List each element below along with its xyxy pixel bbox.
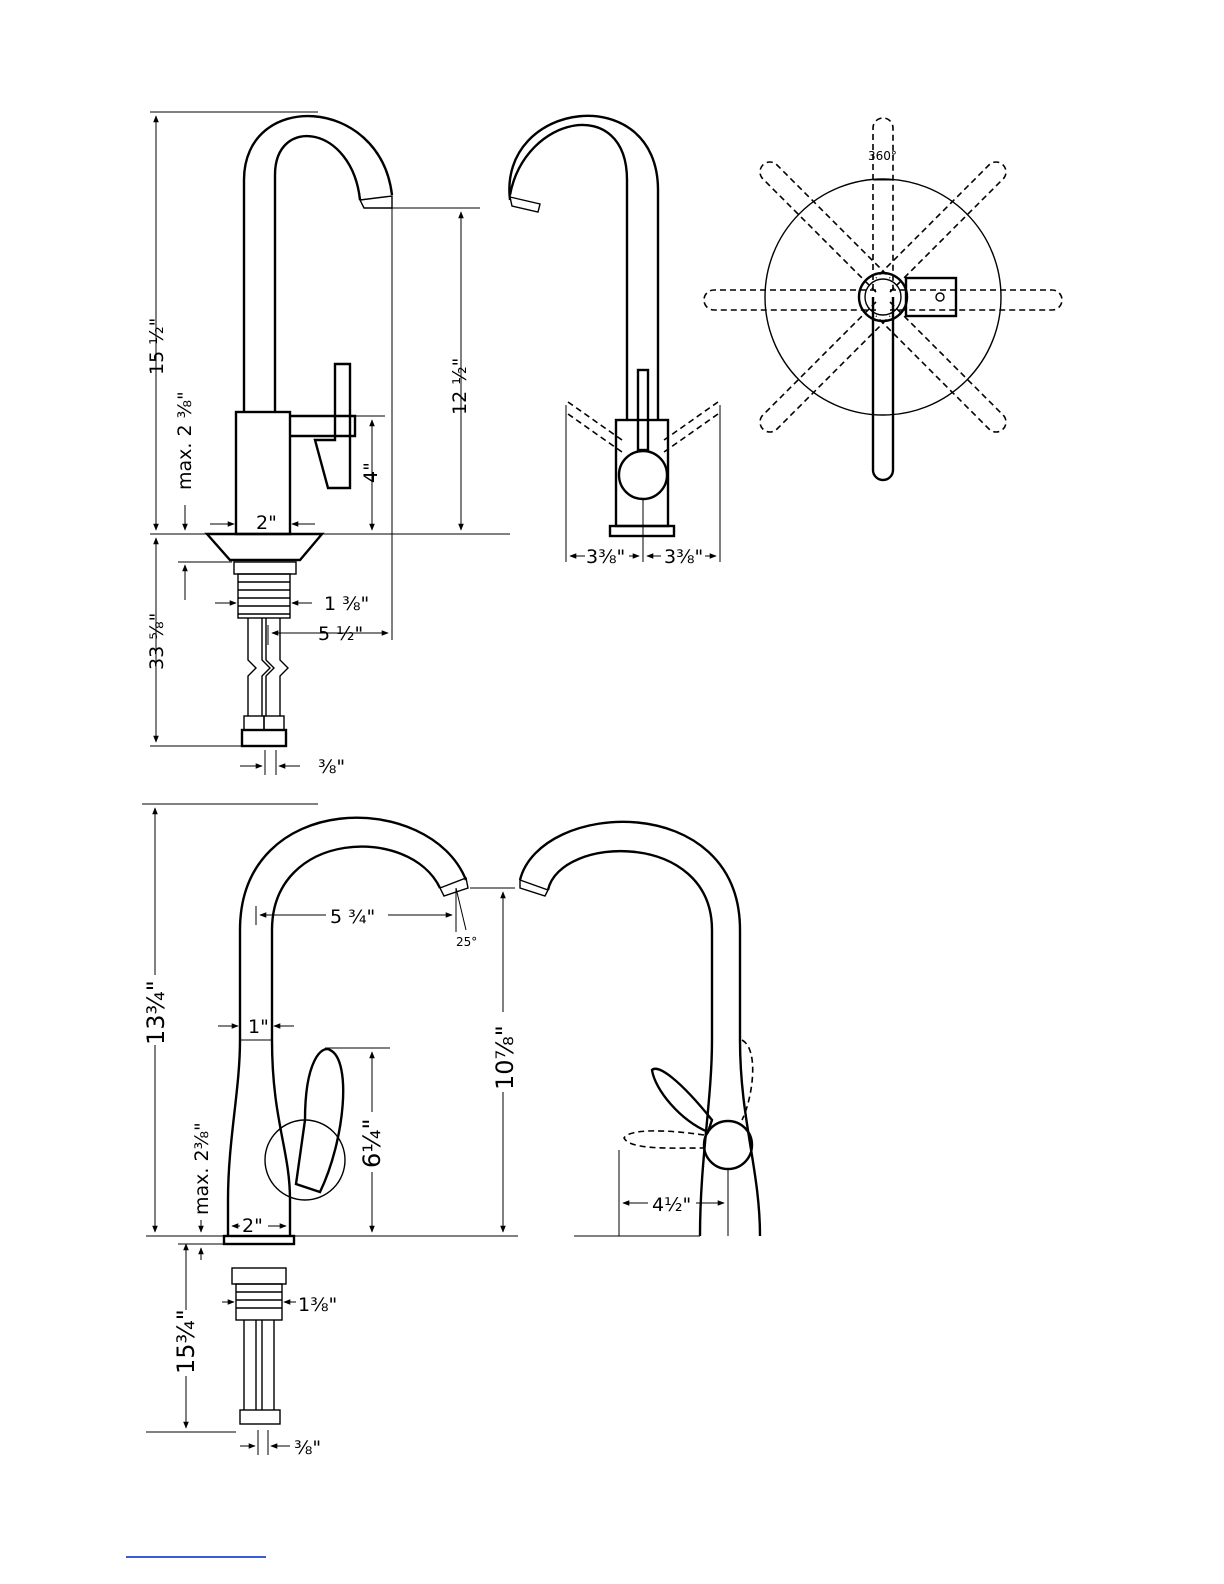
faucet-1-plan-view: 360° xyxy=(704,118,1062,480)
faucet-2-back-view: 4½" xyxy=(520,822,760,1236)
thread2 xyxy=(236,1284,282,1320)
spout-outer xyxy=(244,116,392,412)
label-hose-length: 33 ⅝" xyxy=(146,613,168,670)
front-aerator xyxy=(510,197,540,212)
hoses2 xyxy=(244,1320,274,1410)
label-connector: ⅜" xyxy=(318,756,345,778)
back-lever-swing-left xyxy=(624,1131,704,1148)
plan-hub xyxy=(859,273,907,321)
label2-shank: 1⅜" xyxy=(298,1294,337,1316)
label2-overall-height: 13¾" xyxy=(142,980,170,1045)
front-spout-outer xyxy=(510,125,627,420)
rotation-circle xyxy=(765,179,1001,415)
aerator xyxy=(360,196,392,208)
back-hub xyxy=(704,1121,752,1169)
nut2 xyxy=(232,1268,286,1284)
label2-base-width: 2" xyxy=(242,1215,263,1237)
faucet-1-front-view: 3⅜" 3⅜" xyxy=(509,116,720,568)
label-shank: 1 ⅜" xyxy=(324,593,369,615)
label2-spout-height: 10⅞" xyxy=(491,1025,519,1090)
label2-max-deck: max. 2⅜" xyxy=(191,1122,213,1215)
faucet-1-side-view xyxy=(207,116,392,746)
body2 xyxy=(228,1040,290,1236)
swing-down-right xyxy=(876,302,1006,432)
handle-cap xyxy=(290,416,355,436)
label-overall-height: 15 ½" xyxy=(146,318,168,375)
label-spout-height: 12 ½" xyxy=(449,358,471,415)
label2-reach: 5 ¾" xyxy=(330,906,375,928)
label-reach: 5 ½" xyxy=(318,623,363,645)
front-lever xyxy=(638,370,648,450)
front-body xyxy=(616,420,668,526)
label-max-deck: max. 2 ⅜" xyxy=(174,391,196,490)
deck2 xyxy=(224,1236,294,1244)
connector2 xyxy=(240,1410,280,1424)
label2-hose-length: 15¾" xyxy=(172,1309,200,1374)
lever xyxy=(315,364,350,488)
back-spout-inner xyxy=(548,851,712,1040)
label2-angle: 25° xyxy=(456,935,477,949)
faucet-2-dimensions: 13¾" 5 ¾" 25° 1" max. 2⅜" 6¼" 10⅞" 2" 1⅜… xyxy=(135,804,520,1459)
footer-link-underline[interactable] xyxy=(126,1556,266,1558)
connector-b xyxy=(264,716,284,730)
label-side-right: 3⅜" xyxy=(664,546,703,568)
back-lever xyxy=(652,1069,712,1132)
spout2-aerator xyxy=(440,878,468,896)
swing-left xyxy=(704,290,876,310)
plan-lever xyxy=(873,297,893,480)
front-lever-swing xyxy=(568,402,718,452)
label-base-width: 2" xyxy=(256,512,277,534)
swing-right xyxy=(890,290,1062,310)
front-base xyxy=(610,526,674,536)
spout-inner xyxy=(275,136,360,412)
label2-handle-reach: 4½" xyxy=(652,1194,691,1216)
label2-handle-height: 6¼" xyxy=(358,1118,386,1168)
swing-up-right xyxy=(876,162,1006,292)
label2-connector: ⅜" xyxy=(294,1437,321,1459)
thread xyxy=(238,574,290,618)
swing-up-left xyxy=(760,162,890,292)
spout2-inner xyxy=(272,847,440,1040)
faucet-1-dimensions: 15 ½" max. 2 ⅜" 12 ½" 4" 2" 1 ⅜" 5 ½" 33… xyxy=(146,112,510,778)
front-handle-hub xyxy=(619,451,667,499)
label-rotation: 360° xyxy=(868,149,897,163)
connector-base xyxy=(242,730,286,746)
label-handle-height: 4" xyxy=(360,462,382,483)
back-spout-outer xyxy=(520,822,740,1040)
swing-down-left xyxy=(760,302,890,432)
label-side-left: 3⅜" xyxy=(586,546,625,568)
deck-plate xyxy=(207,534,322,560)
label2-neck-width: 1" xyxy=(248,1016,269,1038)
nut xyxy=(234,562,296,574)
front-spout-lip xyxy=(509,116,658,420)
connector-a xyxy=(244,716,264,730)
